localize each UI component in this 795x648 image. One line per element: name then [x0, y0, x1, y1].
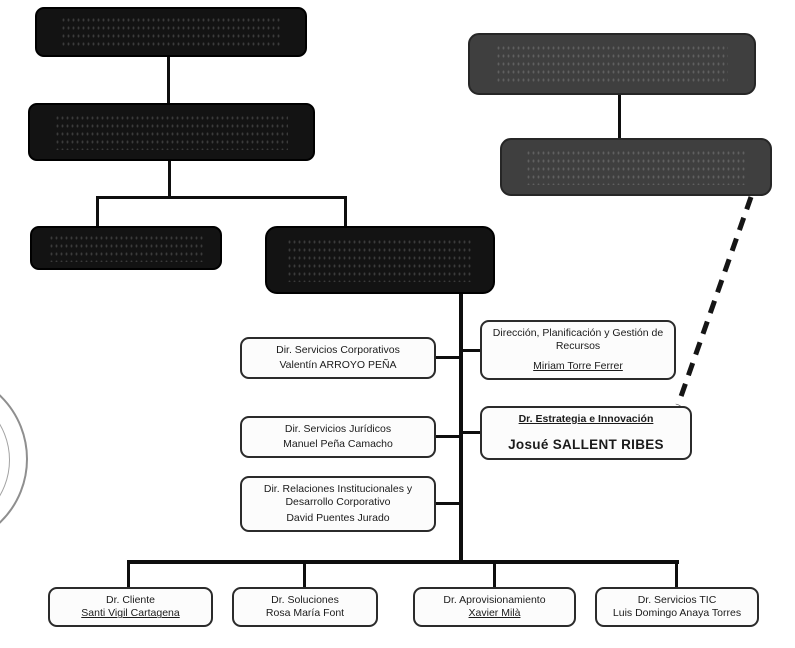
connector-line — [344, 196, 347, 228]
node-dr-estrategia-innovacion: Dr. Estrategia e Innovación Josué SALLEN… — [480, 406, 692, 460]
connector-line — [618, 93, 621, 140]
node-title: Dir. Relaciones Institucionales y Desarr… — [263, 483, 413, 509]
redacted-box-left-3 — [30, 226, 222, 270]
node-dir-relaciones-institucionales: Dir. Relaciones Institucionales y Desarr… — [240, 476, 436, 532]
node-dir-servicios-juridicos: Dir. Servicios Jurídicos Manuel Peña Cam… — [240, 416, 436, 458]
redacted-box-top-left-2 — [28, 103, 315, 161]
node-title: Dr. Aprovisionamiento — [443, 594, 546, 606]
connector-line — [675, 562, 678, 589]
node-dr-soluciones: Dr. Soluciones Rosa María Font — [232, 587, 378, 627]
node-title: Dirección, Planificación y Gestión de Re… — [492, 327, 664, 353]
node-person-name: Josué SALLENT RIBES — [508, 436, 664, 452]
node-person-name: Manuel Peña Camacho — [283, 438, 393, 451]
connector-line — [461, 431, 482, 434]
connector-line — [167, 55, 170, 105]
connector-line — [434, 356, 461, 359]
redacted-box-central-director — [265, 226, 495, 294]
node-person-name: David Puentes Jurado — [286, 512, 390, 525]
node-title: Dr. Cliente — [105, 594, 156, 606]
illegible-text-texture — [48, 234, 204, 262]
node-title: Dir. Servicios Corporativos — [276, 344, 400, 356]
redacted-box-top-right-2 — [500, 138, 772, 196]
node-dr-servicios-tic: Dr. Servicios TIC Luis Domingo Anaya Tor… — [595, 587, 759, 627]
node-direccion-planificacion-gestion-recursos: Dirección, Planificación y Gestión de Re… — [480, 320, 676, 380]
node-person-name: Miriam Torre Ferrer — [533, 360, 623, 373]
node-person-name: Rosa María Font — [265, 607, 345, 620]
connector-line — [434, 435, 461, 438]
redacted-box-top-left-1 — [35, 7, 307, 57]
illegible-text-texture — [526, 148, 746, 186]
node-person-name: Xavier Milà — [468, 607, 521, 620]
connector-line — [461, 349, 482, 352]
node-dr-cliente: Dr. Cliente Santi Vigil Cartagena — [48, 587, 213, 627]
node-title: Dr. Estrategia e Innovación — [518, 413, 654, 425]
connector-line — [96, 196, 347, 199]
illegible-text-texture — [61, 16, 281, 48]
node-title: Dr. Soluciones — [271, 594, 339, 606]
illegible-text-texture — [55, 113, 288, 151]
illegible-text-texture — [495, 44, 729, 84]
illegible-text-texture — [287, 238, 473, 282]
node-title: Dir. Servicios Jurídicos — [284, 423, 392, 435]
connector-trunk — [459, 292, 463, 563]
node-title: Dr. Servicios TIC — [637, 594, 717, 606]
connector-line — [96, 196, 99, 228]
connector-line — [168, 159, 171, 199]
connector-line — [303, 562, 306, 589]
dashed-connector — [675, 196, 754, 406]
connector-rail — [127, 560, 679, 564]
node-person-name: Santi Vigil Cartagena — [81, 607, 180, 620]
node-dir-servicios-corporativos: Dir. Servicios Corporativos Valentín ARR… — [240, 337, 436, 379]
redacted-box-top-right-1 — [468, 33, 756, 95]
connector-line — [493, 562, 496, 589]
node-person-name: Luis Domingo Anaya Torres — [612, 607, 742, 620]
node-person-name: Valentín ARROYO PEÑA — [279, 359, 397, 372]
connector-line — [127, 562, 130, 589]
node-dr-aprovisionamiento: Dr. Aprovisionamiento Xavier Milà — [413, 587, 576, 627]
connector-line — [434, 502, 461, 505]
